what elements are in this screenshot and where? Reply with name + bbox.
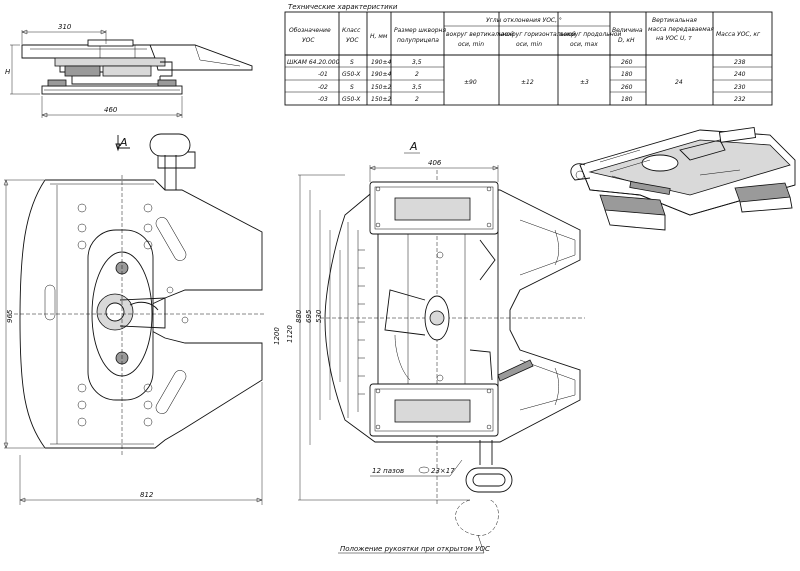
th-vmass-2: масса передаваемая [648, 26, 714, 33]
cell-vertical-mass: 24 [675, 79, 683, 86]
dim-bottom-height-outer: 1200 [273, 327, 281, 345]
th-vmass-3: на УОС U, т [656, 35, 692, 42]
cell-r2-pin: 3,5 [412, 84, 422, 91]
th-pin-1: Размер шкворня [394, 27, 446, 34]
cell-r3-designation: -03 [318, 96, 328, 103]
cell-r2-class: S [350, 84, 354, 91]
th-class-1: Класс [342, 27, 361, 34]
dim-bottom-height-4: 530 [315, 309, 323, 323]
cell-r1-designation: -01 [318, 71, 328, 78]
bottom-view-a: A [273, 140, 585, 554]
th-mass: Масса УОС, кг [716, 31, 761, 38]
slots-note: 12 пазов [372, 467, 404, 475]
handle-position-note: Положение рукоятки при открытом УОС [340, 545, 490, 553]
cell-r0-class: S [350, 59, 354, 66]
cell-r2-d: 260 [621, 84, 633, 91]
side-view: 310 H 460 [5, 23, 253, 118]
th-designation-2: УОС [302, 37, 315, 44]
isometric-view [570, 127, 796, 231]
th-pin-2: полуприцепа [397, 37, 439, 44]
th-angle-h-2: оси, min [516, 41, 542, 48]
th-angle-l-2: оси, max [570, 41, 598, 48]
view-a-arrow-label: A [119, 136, 128, 149]
th-h: H, мм [370, 33, 388, 40]
cell-r3-class: G50-X [342, 96, 361, 103]
cell-r0-designation: ШКАМ 64.20.000 [287, 59, 340, 66]
th-angle-v-2: оси, min [458, 41, 484, 48]
th-angles: Углы отклонения УОС, ° [486, 17, 562, 24]
cell-r1-class: G50-X [342, 71, 361, 78]
cell-r3-pin: 2 [415, 96, 419, 103]
cell-r2-h: 150±2 [371, 84, 391, 91]
th-vmass-1: Вертикальная [652, 17, 697, 24]
cell-r0-pin: 3,5 [412, 59, 422, 66]
dim-side-height: H [5, 68, 11, 76]
dim-bottom-height-2: 880 [295, 309, 303, 323]
cell-r0-d: 260 [621, 59, 633, 66]
table-caption: Технические характеристики [288, 3, 398, 11]
cell-r3-h: 150±2 [371, 96, 391, 103]
cell-angle-longitudinal: ±3 [580, 79, 589, 86]
spec-table: Технические характеристики Обозначение У… [284, 3, 773, 106]
cell-r3-d: 180 [621, 96, 633, 103]
view-a-title: A [409, 140, 418, 153]
th-angle-h-1: вокруг горизонтальной [501, 31, 576, 38]
cell-angle-horizontal: ±12 [521, 79, 534, 86]
cell-r0-mass: 238 [734, 59, 746, 66]
th-designation-1: Обозначение [289, 27, 331, 34]
dim-plan-height: 965 [6, 309, 14, 323]
th-d-2: D, кН [618, 37, 635, 44]
th-class-2: УОС [346, 37, 359, 44]
dim-bottom-height-3: 695 [305, 309, 313, 323]
dim-side-base-width: 460 [104, 106, 118, 114]
cell-r3-mass: 232 [734, 96, 746, 103]
cell-r1-pin: 2 [415, 71, 419, 78]
cell-r1-d: 180 [621, 71, 633, 78]
th-angle-v-1: вокруг вертикальной [446, 31, 514, 38]
cell-r2-mass: 230 [734, 84, 746, 91]
slot-symbol-icon [418, 466, 430, 474]
cell-r0-h: 190±4 [371, 59, 391, 66]
cell-r1-h: 190±4 [371, 71, 391, 78]
th-angle-l-1: вокруг продольной [560, 31, 621, 38]
slots-size: 23×17 [431, 467, 455, 475]
dim-bottom-top-width: 406 [428, 159, 442, 167]
th-d-1: Величина [612, 27, 643, 34]
cell-r2-designation: -02 [318, 84, 328, 91]
dim-bottom-height-1: 1120 [286, 325, 294, 343]
plan-view: A 965 812 [3, 133, 265, 505]
cell-angle-vertical: ±90 [464, 79, 477, 86]
dim-plan-width: 812 [140, 491, 154, 499]
cell-r1-mass: 240 [734, 71, 746, 78]
dim-side-top-width: 310 [58, 23, 72, 31]
